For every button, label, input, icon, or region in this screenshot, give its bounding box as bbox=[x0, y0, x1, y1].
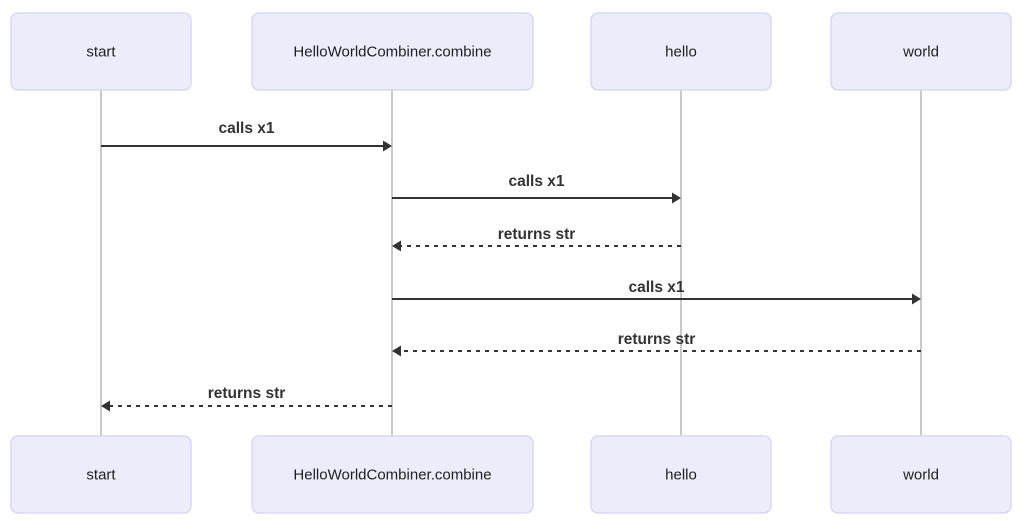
message-label: returns str bbox=[618, 331, 696, 348]
participant-box-world-bottom[interactable]: world bbox=[830, 435, 1012, 514]
message-label: calls x1 bbox=[218, 120, 274, 137]
message-label: returns str bbox=[498, 226, 576, 243]
participant-box-hello-top[interactable]: hello bbox=[590, 12, 772, 91]
lifelines-layer bbox=[100, 90, 922, 436]
participant-box-shape bbox=[830, 12, 1012, 91]
arrowhead-icon bbox=[101, 400, 110, 412]
message-0-start-to-combiner[interactable]: calls x1 bbox=[101, 120, 392, 152]
participant-label-start: start bbox=[86, 466, 116, 483]
message-label: calls x1 bbox=[628, 279, 684, 296]
participant-box-shape bbox=[590, 435, 772, 514]
message-2-hello-to-combiner[interactable]: returns str bbox=[392, 226, 681, 252]
message-4-world-to-combiner[interactable]: returns str bbox=[392, 331, 921, 357]
participant-label-hello: hello bbox=[665, 466, 697, 483]
participant-label-world: world bbox=[902, 466, 939, 483]
participant-box-combiner-bottom[interactable]: HelloWorldCombiner.combine bbox=[251, 435, 534, 514]
message-label: returns str bbox=[208, 385, 286, 402]
participant-label-start: start bbox=[86, 43, 116, 60]
arrowhead-icon bbox=[383, 140, 392, 152]
participant-label-hello: hello bbox=[665, 43, 697, 60]
participant-box-shape bbox=[251, 435, 534, 514]
messages-layer: calls x1 calls x1 returns str calls x1 retur… bbox=[101, 120, 921, 412]
arrowhead-icon bbox=[392, 345, 401, 357]
arrowhead-icon bbox=[672, 192, 681, 204]
participant-box-hello-bottom[interactable]: hello bbox=[590, 435, 772, 514]
message-3-combiner-to-world[interactable]: calls x1 bbox=[392, 279, 921, 305]
participant-box-shape bbox=[10, 435, 192, 514]
participant-box-shape bbox=[590, 12, 772, 91]
participant-box-shape bbox=[10, 12, 192, 91]
participant-box-start-top[interactable]: start bbox=[10, 12, 192, 91]
message-5-combiner-to-start[interactable]: returns str bbox=[101, 385, 392, 412]
message-1-combiner-to-hello[interactable]: calls x1 bbox=[392, 173, 681, 204]
actors-layer: startstartHelloWorldCombiner.combineHell… bbox=[10, 12, 1012, 514]
participant-box-start-bottom[interactable]: start bbox=[10, 435, 192, 514]
participant-box-world-top[interactable]: world bbox=[830, 12, 1012, 91]
message-label: calls x1 bbox=[508, 173, 564, 190]
arrowhead-icon bbox=[912, 293, 921, 305]
participant-box-combiner-top[interactable]: HelloWorldCombiner.combine bbox=[251, 12, 534, 91]
participant-label-world: world bbox=[902, 43, 939, 60]
participant-box-shape bbox=[830, 435, 1012, 514]
participant-label-combiner: HelloWorldCombiner.combine bbox=[293, 466, 491, 483]
participant-label-combiner: HelloWorldCombiner.combine bbox=[293, 43, 491, 60]
participant-box-shape bbox=[251, 12, 534, 91]
arrowhead-icon bbox=[392, 240, 401, 252]
